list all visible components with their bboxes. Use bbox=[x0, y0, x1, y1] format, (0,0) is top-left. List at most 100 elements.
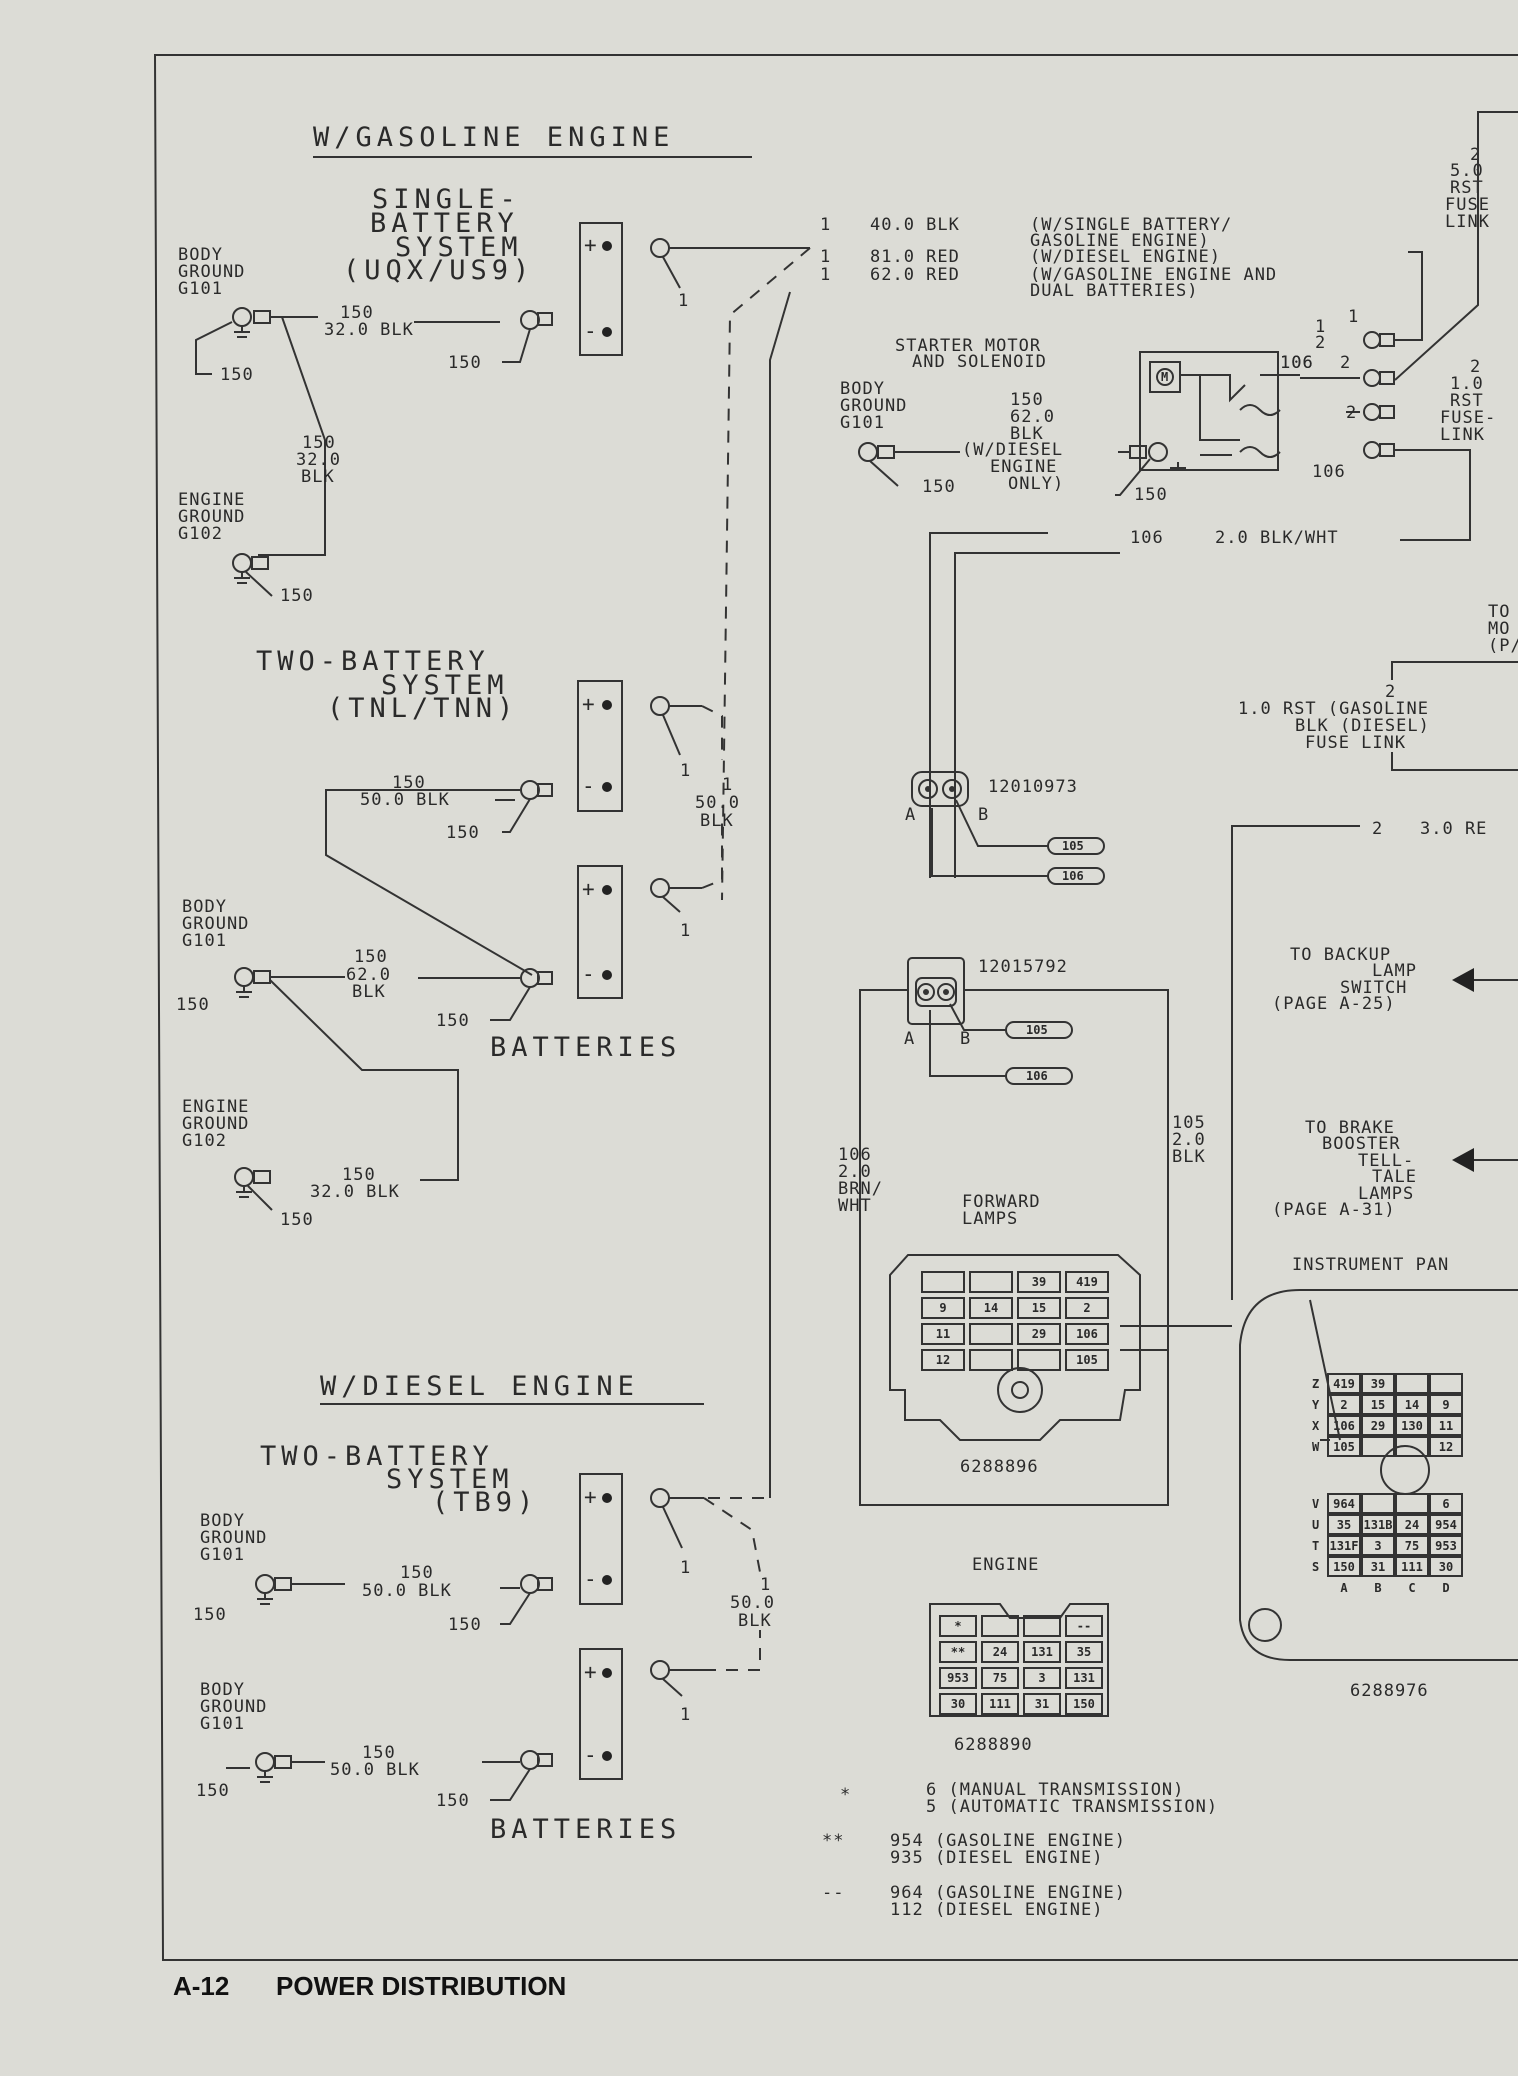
forward-lamps-cavity bbox=[969, 1349, 1013, 1371]
svg-text:1.0: 1.0 bbox=[1450, 374, 1484, 394]
svg-text:150: 150 bbox=[362, 1743, 396, 1763]
batteries-label-diesel: BATTERIES bbox=[490, 1814, 681, 1845]
battery-cables-dashed bbox=[701, 247, 811, 1671]
ip-pin-label: 954 bbox=[1435, 1518, 1457, 1532]
ip-column-letter: C bbox=[1408, 1581, 1415, 1595]
ip-pin-label: 150 bbox=[1333, 1560, 1355, 1574]
svg-text:62.0: 62.0 bbox=[1010, 407, 1055, 427]
svg-text:150: 150 bbox=[342, 1165, 376, 1185]
single-battery-label: SINGLE- BATTERY SYSTEM (UQX/US9) bbox=[343, 184, 529, 286]
forward-lamps-pin-label: 12 bbox=[936, 1353, 950, 1367]
engine-pin-label: 953 bbox=[947, 1671, 969, 1685]
ip-cavity bbox=[1327, 1514, 1361, 1535]
svg-text:2.0: 2.0 bbox=[838, 1162, 872, 1182]
svg-text:MO: MO bbox=[1488, 619, 1510, 639]
ip-row-letter: Z bbox=[1312, 1377, 1319, 1391]
ip-pin-label: 35 bbox=[1337, 1518, 1351, 1532]
ip-pin-label: 6 bbox=[1442, 1497, 1449, 1511]
svg-text:LAMPS: LAMPS bbox=[962, 1209, 1018, 1229]
svg-text:RST: RST bbox=[1450, 391, 1484, 411]
svg-text:1: 1 bbox=[1315, 317, 1326, 337]
svg-text:G101: G101 bbox=[840, 413, 885, 433]
svg-text:1: 1 bbox=[678, 291, 689, 311]
svg-text:2: 2 bbox=[1470, 357, 1481, 377]
svg-text:GROUND: GROUND bbox=[178, 507, 245, 527]
svg-text:150: 150 bbox=[196, 1781, 230, 1801]
svg-text:SYSTEM: SYSTEM bbox=[381, 670, 509, 701]
engine-cavity bbox=[939, 1615, 977, 1637]
ip-pin-label: 14 bbox=[1405, 1398, 1419, 1412]
forward-lamps-pin-label: 39 bbox=[1032, 1275, 1046, 1289]
ip-cavity bbox=[1395, 1535, 1429, 1556]
ip-pin-label: 419 bbox=[1333, 1377, 1355, 1391]
body-ground-g101-single: BODY GROUND G101 150 bbox=[178, 245, 318, 385]
svg-text:GROUND: GROUND bbox=[182, 1114, 249, 1134]
svg-text:STARTER MOTOR: STARTER MOTOR bbox=[895, 336, 1041, 356]
starter-motor-solenoid: STARTER MOTOR AND SOLENOID M 106 bbox=[895, 336, 1313, 471]
to-motor-label: TO MO (P/ bbox=[1488, 602, 1518, 656]
svg-text:32.0 BLK: 32.0 BLK bbox=[310, 1182, 400, 1202]
wire-106-label: 106 bbox=[1130, 528, 1164, 548]
svg-text:BODY: BODY bbox=[200, 1680, 245, 1700]
svg-text:BRN/: BRN/ bbox=[838, 1179, 883, 1199]
svg-text:6288890: 6288890 bbox=[954, 1735, 1033, 1755]
svg-text:1.0 RST (GASOLINE: 1.0 RST (GASOLINE bbox=[1238, 699, 1429, 719]
forward-lamps-pin-label: 419 bbox=[1076, 1275, 1098, 1289]
svg-text:1: 1 bbox=[680, 921, 691, 941]
battery-single: + - bbox=[579, 222, 623, 356]
svg-text:-: - bbox=[582, 962, 598, 986]
svg-text:DUAL BATTERIES): DUAL BATTERIES) bbox=[1030, 281, 1199, 301]
ip-cavity bbox=[1429, 1373, 1463, 1394]
ip-row-letter: V bbox=[1312, 1497, 1319, 1511]
svg-text:ONLY): ONLY) bbox=[1008, 474, 1064, 494]
svg-text:50.0: 50.0 bbox=[695, 793, 740, 813]
svg-text:BATTERY: BATTERY bbox=[370, 208, 519, 239]
ip-pin-label: 29 bbox=[1371, 1419, 1385, 1433]
ip-cavity bbox=[1361, 1415, 1395, 1436]
svg-text:106: 106 bbox=[838, 1145, 872, 1165]
svg-text:2.0: 2.0 bbox=[1172, 1130, 1206, 1150]
ip-pin-label: 964 bbox=[1333, 1497, 1355, 1511]
svg-text:LINK: LINK bbox=[1440, 425, 1485, 445]
engine-pin-label: 131 bbox=[1073, 1671, 1095, 1685]
forward-lamps-cavity bbox=[969, 1323, 1013, 1345]
svg-text:TALE: TALE bbox=[1372, 1167, 1417, 1187]
ip-cavity bbox=[1361, 1493, 1395, 1514]
ip-cavity bbox=[1361, 1514, 1395, 1535]
svg-text:12010973: 12010973 bbox=[988, 777, 1078, 797]
engine-pin-label: 75 bbox=[993, 1671, 1007, 1685]
svg-text:ENGINE: ENGINE bbox=[972, 1555, 1039, 1575]
engine-cavity bbox=[939, 1641, 977, 1663]
svg-text:*: * bbox=[840, 1785, 851, 1805]
forward-lamps-pin-label: 2 bbox=[1083, 1301, 1090, 1315]
engine-cavity bbox=[981, 1615, 1019, 1637]
svg-text:150: 150 bbox=[436, 1011, 470, 1031]
section-title: POWER DISTRIBUTION bbox=[276, 1971, 566, 2001]
ip-pin-label: 30 bbox=[1439, 1560, 1453, 1574]
engine-cavity bbox=[1065, 1693, 1103, 1715]
ip-cavity bbox=[1395, 1373, 1429, 1394]
svg-text:150: 150 bbox=[436, 1791, 470, 1811]
svg-text:TELL-: TELL- bbox=[1358, 1151, 1414, 1171]
svg-text:INSTRUMENT PAN: INSTRUMENT PAN bbox=[1292, 1255, 1449, 1275]
legend: * 6 (MANUAL TRANSMISSION) 5 (AUTOMATIC T… bbox=[822, 1780, 1217, 1920]
ip-pin-label: 131B bbox=[1364, 1518, 1393, 1532]
ip-pin-label: 2 bbox=[1340, 1398, 1347, 1412]
svg-text:2: 2 bbox=[1315, 333, 1326, 353]
svg-text:1: 1 bbox=[820, 265, 831, 285]
fuse-link-top: 2 5.0 RST FUSE LINK bbox=[1394, 111, 1518, 381]
engine-cavity bbox=[1065, 1667, 1103, 1689]
svg-text:TO BRAKE: TO BRAKE bbox=[1305, 1118, 1395, 1138]
svg-text:12015792: 12015792 bbox=[978, 957, 1068, 977]
two-battery-label-diesel: TWO-BATTERY SYSTEM (TB9) bbox=[260, 1441, 533, 1518]
forward-lamps-cavity bbox=[1065, 1271, 1109, 1293]
svg-text:G101: G101 bbox=[178, 279, 223, 299]
engine-pin-label: 24 bbox=[993, 1645, 1007, 1659]
ip-pin-label: 12 bbox=[1439, 1440, 1453, 1454]
forward-lamps-pin-label: 105 bbox=[1076, 1353, 1098, 1367]
svg-text:GROUND: GROUND bbox=[200, 1528, 267, 1548]
svg-text:FUSE LINK: FUSE LINK bbox=[1305, 733, 1406, 753]
forward-lamps-pin-label: 15 bbox=[1032, 1301, 1046, 1315]
